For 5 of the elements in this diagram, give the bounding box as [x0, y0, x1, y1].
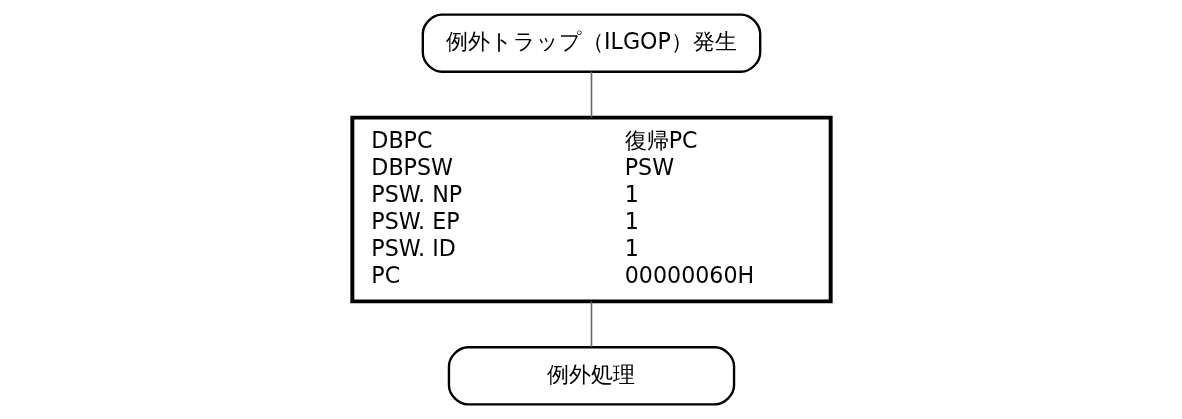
connector	[590, 70, 592, 119]
node-box: 例外処理	[447, 346, 735, 406]
connector	[590, 300, 592, 348]
node-box: DBPC 復帰PC DBPSW PSW PSW. NP 1 PSW. EP 1 PSW. ID 1 PC 00000060H	[349, 115, 833, 304]
node-box: 例外トラップ（ILGOP）発生	[421, 13, 761, 73]
